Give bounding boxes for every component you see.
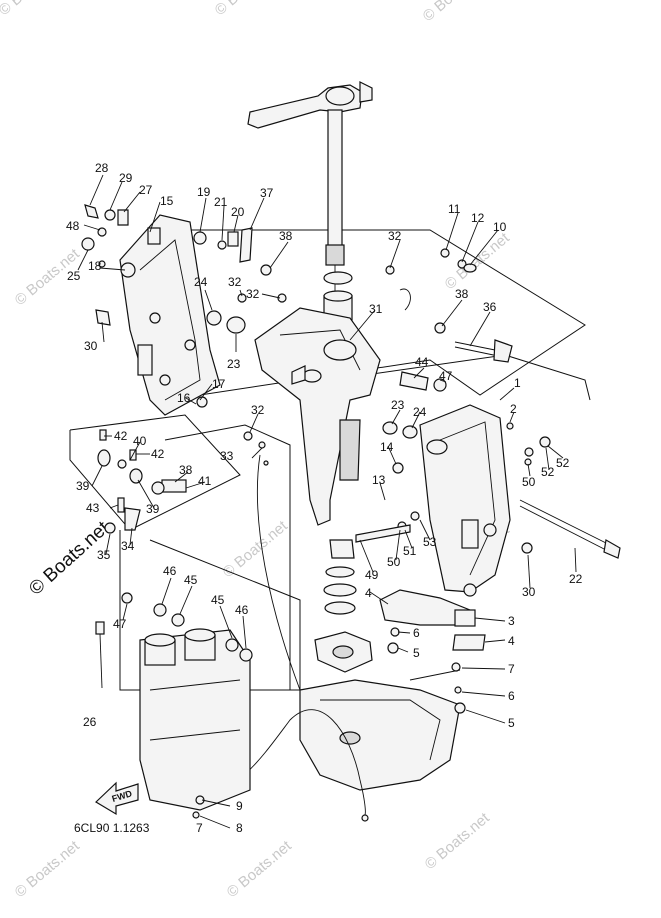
bracket-plate	[379, 589, 486, 651]
callout-7-right: 7	[508, 662, 515, 676]
callout-30-right: 30	[522, 585, 536, 599]
callout-48: 48	[66, 219, 80, 233]
callout-51: 51	[403, 544, 417, 558]
callout-31: 31	[369, 302, 383, 316]
watermark-top-left: © Boats.net	[0, 0, 67, 19]
callout-6-lower: 6	[508, 689, 515, 703]
callout-43: 43	[86, 501, 100, 515]
callout-6-top: 6	[413, 626, 420, 640]
watermark-top-center: © Boats.net	[212, 0, 284, 19]
callout-38-right: 38	[455, 287, 469, 301]
callout-8: 8	[236, 821, 243, 835]
callout-5-lower: 5	[508, 716, 515, 730]
callout-52-a: 52	[541, 465, 555, 479]
watermark-bottom-left: © Boats.net	[12, 837, 84, 901]
right-clamp-bracket	[419, 404, 511, 597]
callout-34: 34	[121, 539, 135, 553]
callout-15: 15	[160, 194, 174, 208]
callout-46-right: 46	[235, 603, 249, 617]
callout-32-top: 32	[388, 229, 402, 243]
power-unit	[139, 628, 251, 811]
callout-52-b: 52	[556, 456, 570, 470]
callout-19: 19	[197, 185, 211, 199]
watermark-bottom-center: © Boats.net	[224, 837, 296, 901]
callout-28: 28	[95, 161, 109, 175]
callout-47-lower: 47	[113, 617, 127, 631]
callout-44: 44	[415, 355, 429, 369]
callout-27: 27	[139, 183, 153, 197]
callout-2: 2	[510, 402, 517, 416]
callout-4-top: 4	[365, 586, 372, 600]
callout-32-b: 32	[246, 287, 260, 301]
callout-17: 17	[212, 377, 226, 391]
callout-4-lower: 4	[508, 634, 515, 648]
callout-7-lower: 7	[196, 821, 203, 835]
callout-36: 36	[483, 300, 497, 314]
drawing-code: 6CL90 1.1263	[74, 821, 150, 835]
cable-tie	[95, 621, 105, 689]
callout-45-right: 45	[211, 593, 225, 607]
callout-50-right: 50	[522, 475, 536, 489]
callout-14: 14	[380, 440, 394, 454]
callout-32-mid: 32	[251, 403, 265, 417]
steering-shaft	[247, 81, 373, 330]
callout-37: 37	[260, 186, 274, 200]
lower-mount	[314, 539, 373, 673]
callout-10: 10	[493, 220, 507, 234]
callout-13: 13	[372, 473, 386, 487]
callout-24-left: 24	[194, 275, 208, 289]
callout-12: 12	[471, 211, 485, 225]
left-clamp-bracket	[119, 214, 221, 416]
callout-26: 26	[83, 715, 97, 729]
callout-24-right: 24	[413, 405, 427, 419]
callout-39-mid: 39	[146, 502, 160, 516]
callout-42-a: 42	[114, 429, 128, 443]
watermark-center-mid: © Boats.net	[220, 517, 292, 581]
callout-25: 25	[67, 269, 81, 283]
callout-22: 22	[569, 572, 583, 586]
callout-49: 49	[365, 568, 379, 582]
callout-1: 1	[514, 376, 521, 390]
callout-38-lower: 38	[179, 463, 193, 477]
callout-11: 11	[448, 202, 461, 216]
watermark-top-right: © Boats.net	[420, 0, 492, 25]
callout-30-left: 30	[84, 339, 98, 353]
callout-23-right: 23	[391, 398, 405, 412]
callout-50-lower: 50	[387, 555, 401, 569]
callout-35: 35	[97, 548, 111, 562]
callout-42-b: 42	[151, 447, 165, 461]
callout-5-top: 5	[413, 646, 420, 660]
callout-9: 9	[236, 799, 243, 813]
watermark-right-upper: © Boats.net	[442, 229, 514, 293]
through-bolt	[519, 499, 621, 559]
callout-23-left: 23	[227, 357, 241, 371]
tilt-stopper-shaft	[454, 339, 513, 363]
forward-arrow: FWD	[95, 781, 139, 816]
hardware	[81, 204, 551, 822]
callout-32-a: 32	[228, 275, 242, 289]
callout-33: 33	[220, 449, 234, 463]
ground-wire-3	[256, 454, 301, 691]
callout-3: 3	[508, 614, 515, 628]
callout-46-left: 46	[163, 564, 177, 578]
callout-21: 21	[214, 195, 228, 209]
callout-29: 29	[119, 171, 133, 185]
watermark-bottom-right: © Boats.net	[422, 809, 494, 873]
callout-53: 53	[423, 535, 437, 549]
callout-labels: 28 29 27 15 48 25 18 30 19 21 20 37 38 2…	[66, 161, 583, 835]
callout-20: 20	[231, 205, 245, 219]
callout-18: 18	[88, 259, 102, 273]
swivel-bracket	[254, 307, 381, 526]
callout-41: 41	[198, 474, 212, 488]
callout-38-top: 38	[279, 229, 293, 243]
callout-39-left: 39	[76, 479, 90, 493]
leader-lines	[77, 174, 577, 829]
lower-casing	[299, 679, 461, 791]
callout-45-left: 45	[184, 573, 198, 587]
callout-40: 40	[133, 434, 147, 448]
callout-47-top: 47	[439, 369, 453, 383]
callout-16: 16	[177, 391, 191, 405]
ground-wire-2	[409, 669, 461, 681]
